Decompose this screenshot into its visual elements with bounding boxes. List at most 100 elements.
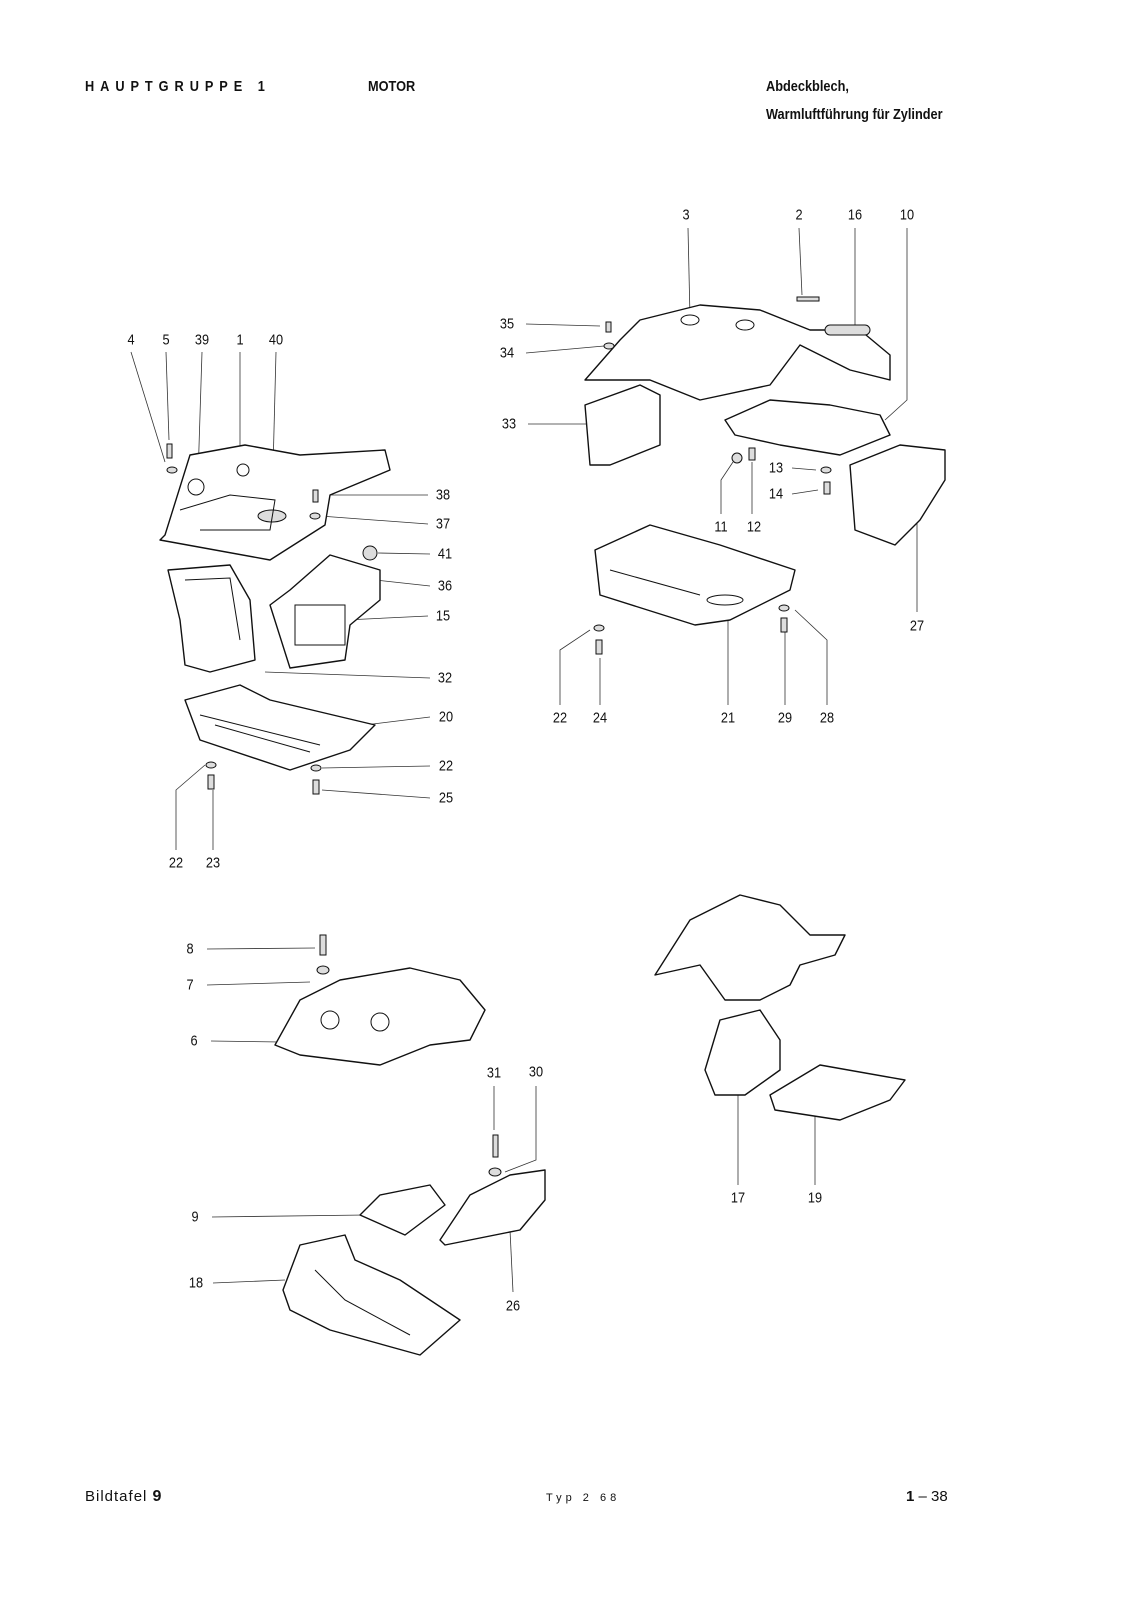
- callout-label-23: 23: [205, 854, 221, 872]
- part-cover-plate-3: [584, 304, 891, 401]
- callout-label-10: 10: [899, 206, 915, 224]
- callout-label-32: 32: [437, 669, 453, 687]
- leader-line-6: [210, 1040, 281, 1043]
- leader-line-32: [264, 671, 431, 679]
- callout-label-12: 12: [746, 518, 762, 536]
- callout-label-41: 41: [437, 545, 453, 563]
- callout-label-17: 17: [730, 1189, 746, 1207]
- part-assembly-upper: [654, 894, 846, 1001]
- callout-label-33: 33: [501, 415, 517, 433]
- callout-label-19: 19: [807, 1189, 823, 1207]
- callout-label-9: 9: [191, 1208, 199, 1226]
- leader-line-22: [175, 764, 206, 850]
- part-17: [704, 1009, 781, 1096]
- leader-line-7: [206, 981, 311, 986]
- leader-line-28: [794, 609, 828, 705]
- part-18: [282, 1234, 461, 1356]
- callout-label-31: 31: [486, 1064, 502, 1082]
- leader-line-35: [525, 323, 601, 327]
- leader-line-4: [130, 351, 166, 463]
- callout-label-13: 13: [768, 459, 784, 477]
- screws-washers-right: [593, 296, 832, 655]
- leader-line-8: [206, 947, 316, 950]
- part-plate-10: [724, 399, 891, 456]
- page-separator: –: [918, 1488, 932, 1505]
- callout-label-28: 28: [819, 709, 835, 727]
- callout-label-5: 5: [162, 331, 170, 349]
- callout-label-6: 6: [190, 1032, 198, 1050]
- callout-label-16: 16: [847, 206, 863, 224]
- page-group: 1: [906, 1488, 915, 1505]
- callout-label-21: 21: [720, 709, 736, 727]
- screws-washers-left: [166, 443, 322, 795]
- callout-label-36: 36: [437, 577, 453, 595]
- page-title-line-1: Abdeckblech,: [766, 78, 849, 95]
- leader-line-37: [319, 515, 429, 525]
- leader-line-11: [720, 461, 734, 514]
- plate-reference: Bildtafel 9: [85, 1488, 162, 1506]
- part-air-duct-15-36: [269, 545, 381, 669]
- part-duct-27: [849, 444, 946, 546]
- callout-label-26: 26: [505, 1297, 521, 1315]
- callout-label-22: 22: [552, 709, 568, 727]
- callout-label-39: 39: [194, 331, 210, 349]
- part-cover-plate-1: [159, 444, 391, 561]
- callout-label-38: 38: [435, 486, 451, 504]
- callout-label-3: 3: [682, 206, 690, 224]
- leader-line-36: [374, 579, 431, 587]
- leader-line-14: [791, 489, 819, 495]
- section-heading: MOTOR: [368, 78, 416, 95]
- vehicle-type: Typ 2 68: [546, 1492, 621, 1504]
- callout-label-27: 27: [909, 617, 925, 635]
- callout-label-15: 15: [435, 607, 451, 625]
- leader-line-41: [377, 552, 431, 555]
- page-index: 38: [931, 1488, 948, 1505]
- callout-label-18: 18: [188, 1274, 204, 1292]
- callout-label-20: 20: [438, 708, 454, 726]
- callout-label-34: 34: [499, 344, 515, 362]
- callout-label-11: 11: [714, 518, 728, 536]
- page-title-line-2: Warmluftführung für Zylinder: [766, 106, 943, 123]
- leader-lines: [130, 227, 918, 1293]
- callout-label-22: 22: [168, 854, 184, 872]
- callout-label-1: 1: [236, 331, 244, 349]
- callout-label-2: 2: [795, 206, 803, 224]
- leader-line-18: [212, 1279, 286, 1284]
- callout-label-35: 35: [499, 315, 515, 333]
- callout-label-30: 30: [528, 1063, 544, 1081]
- part-air-duct-32: [167, 564, 256, 673]
- leader-line-13: [791, 467, 817, 471]
- callout-label-4: 4: [127, 331, 135, 349]
- plate-label: Bildtafel: [85, 1488, 148, 1505]
- part-lower-plate-21: [594, 524, 796, 626]
- leader-line-3: [687, 227, 691, 319]
- callout-label-40: 40: [268, 331, 284, 349]
- part-bracket-33: [584, 384, 661, 466]
- leader-line-22: [321, 765, 431, 769]
- part-26: [439, 1134, 546, 1246]
- page-number: 1 – 38: [906, 1488, 948, 1505]
- callout-label-8: 8: [186, 940, 194, 958]
- callout-label-37: 37: [435, 515, 451, 533]
- plate-number: 9: [152, 1488, 163, 1505]
- callout-label-7: 7: [186, 976, 194, 994]
- leader-line-30: [504, 1086, 537, 1173]
- leader-line-25: [321, 789, 431, 799]
- callout-label-22: 22: [438, 757, 454, 775]
- leader-line-10: [884, 228, 908, 421]
- part-9: [359, 1184, 446, 1236]
- leader-line-26: [509, 1229, 514, 1293]
- leader-line-5: [165, 351, 170, 441]
- part-cover-6: [274, 934, 486, 1066]
- leader-line-2: [798, 227, 803, 296]
- leader-line-15: [344, 615, 429, 621]
- main-group-heading: HAUPTGRUPPE 1: [85, 78, 271, 95]
- leader-line-9: [211, 1214, 366, 1218]
- part-19: [769, 1064, 906, 1121]
- callout-label-29: 29: [777, 709, 793, 727]
- callout-label-24: 24: [592, 709, 608, 727]
- leader-line-20: [364, 716, 431, 726]
- leader-line-22: [559, 629, 591, 705]
